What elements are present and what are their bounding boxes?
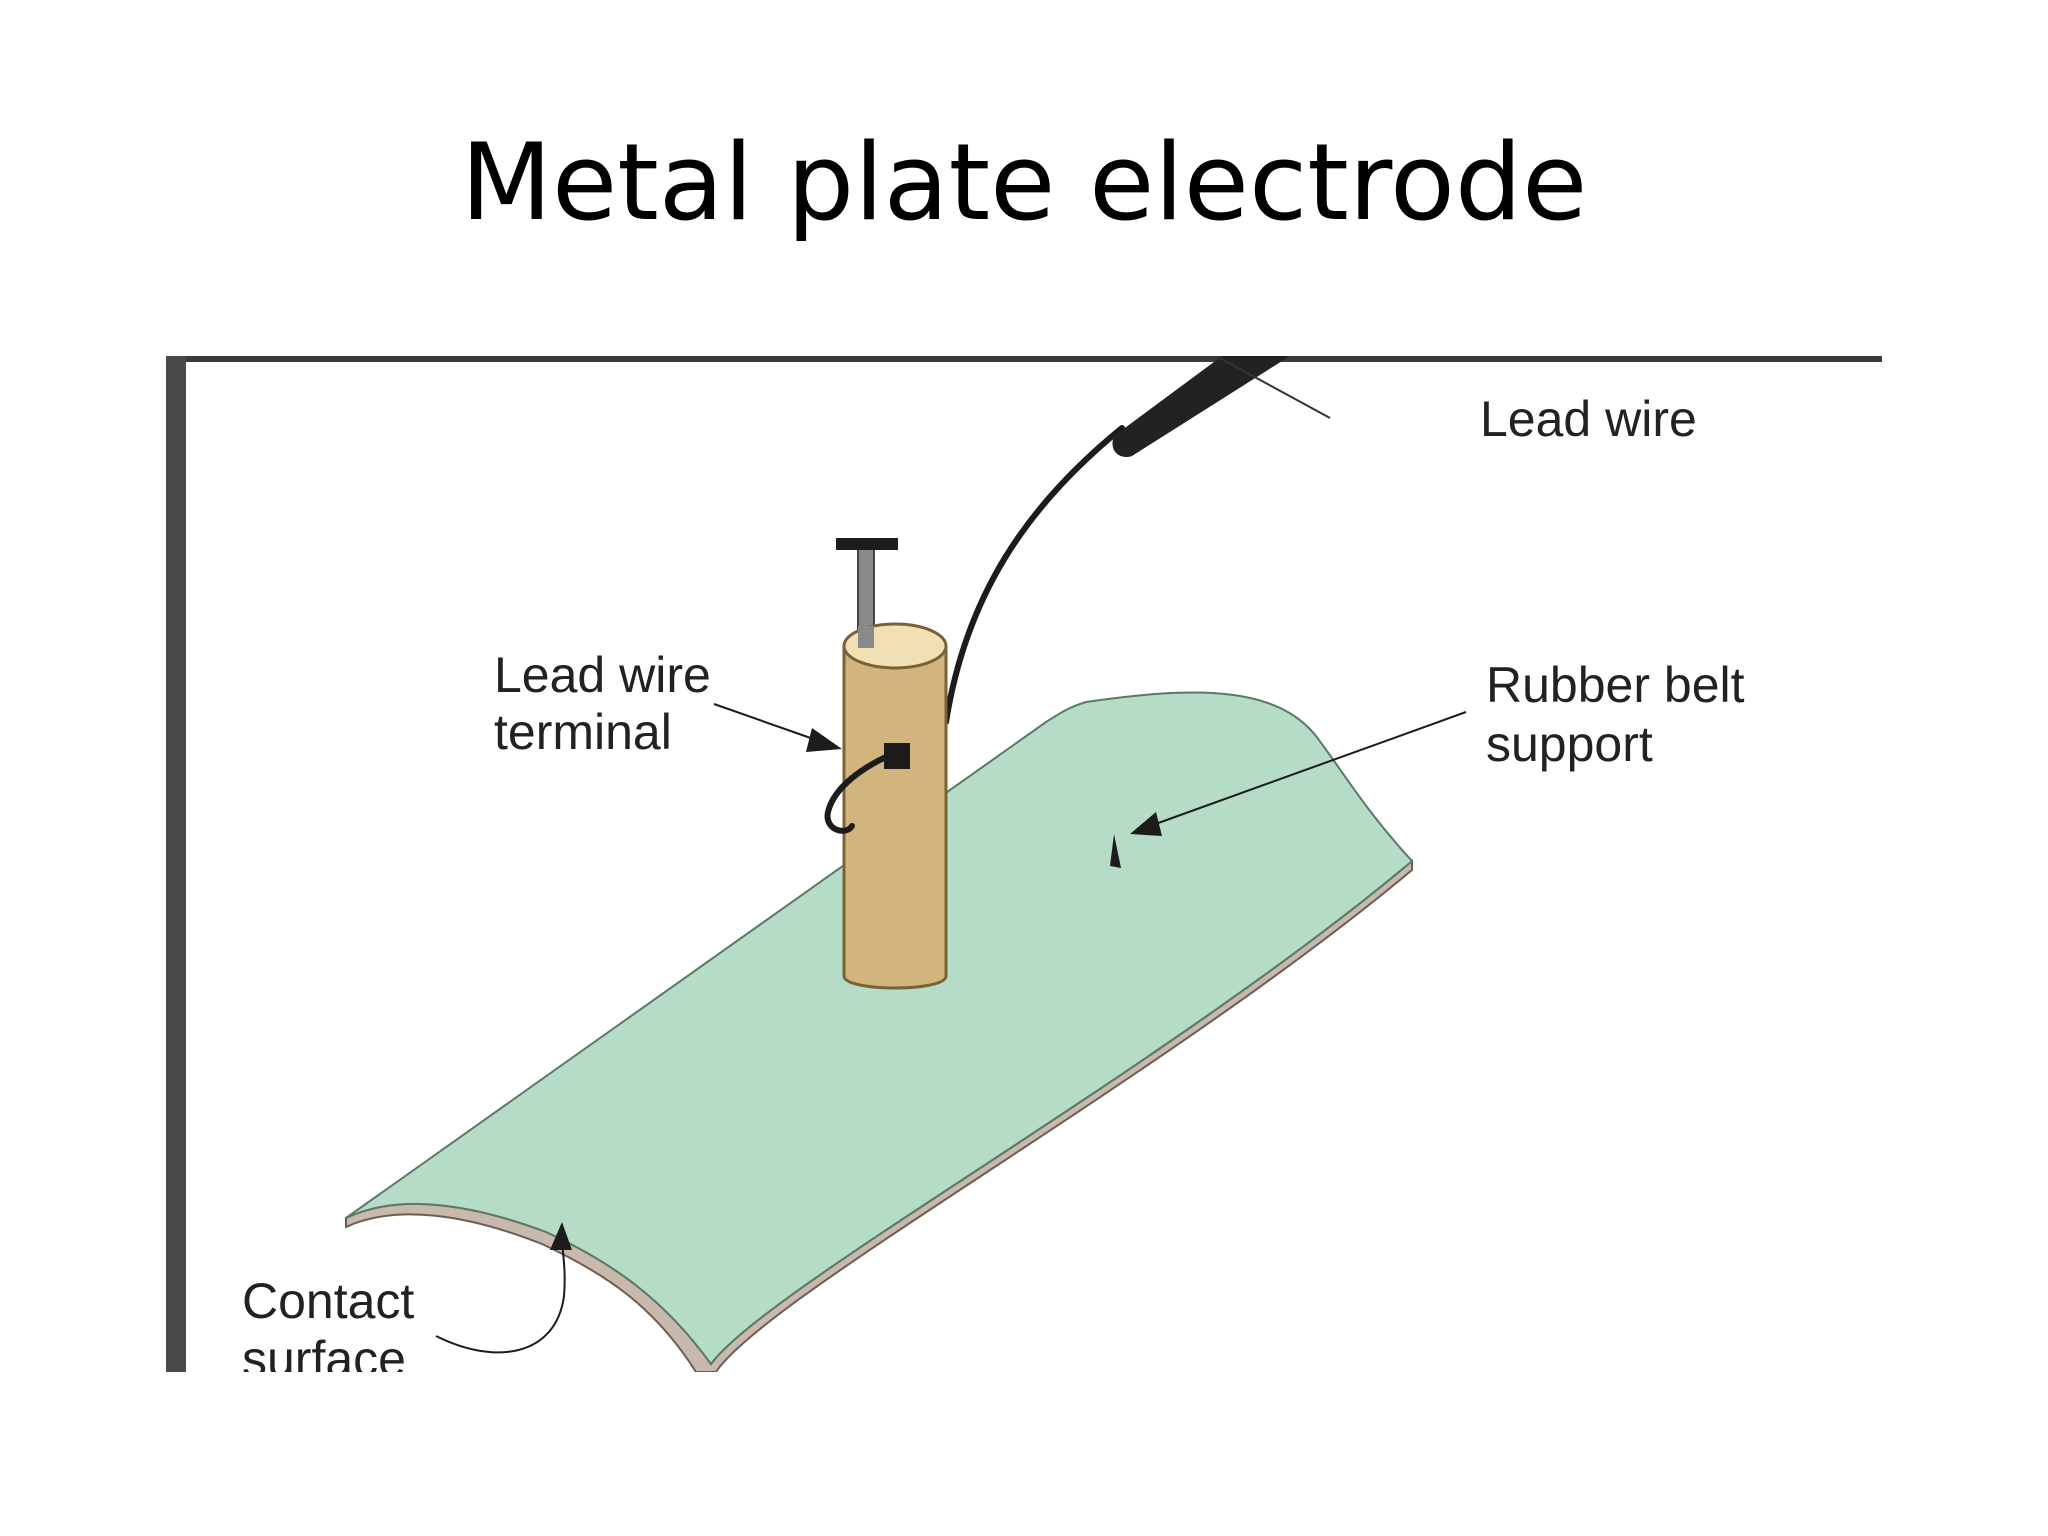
lead-wire-cable: [943, 425, 1125, 725]
label-support-line1: Rubber belt: [1486, 657, 1745, 713]
label-terminal-line1: Lead wire: [494, 647, 711, 703]
plate-surface: [345, 691, 1414, 1366]
plunger-handle: [836, 538, 898, 550]
terminal-pointer: [713, 703, 823, 743]
figure-left-border: [166, 356, 186, 1372]
electrode-diagram: Lead wire Lead wire terminal Rubber belt…: [166, 356, 1882, 1372]
electrode-figure: Lead wire Lead wire terminal Rubber belt…: [166, 356, 1882, 1372]
slide-title: Metal plate electrode: [460, 121, 1588, 244]
support-wedge: [1110, 834, 1121, 868]
label-lead-wire: Lead wire: [1480, 391, 1697, 447]
support-pointer: [1149, 711, 1467, 827]
label-terminal-line2: terminal: [494, 704, 672, 760]
electrode-cylinder: [842, 644, 948, 990]
contact-arrowhead: [550, 1222, 572, 1250]
plunger-rod: [857, 543, 875, 635]
terminal-arrowhead: [806, 728, 842, 752]
label-support-line2: support: [1486, 716, 1653, 772]
lead-wire-sheath: [1112, 356, 1290, 458]
lead-wire-pointer: [1215, 356, 1331, 419]
label-contact-line1: Contact: [242, 1273, 414, 1329]
plunger-rod-base: [858, 626, 874, 648]
support-arrowhead: [1130, 812, 1162, 836]
contact-pointer: [435, 1240, 566, 1354]
figure-top-border: [166, 356, 1882, 362]
label-contact-line2: surface: [242, 1331, 406, 1372]
terminal-loop: [824, 753, 891, 834]
